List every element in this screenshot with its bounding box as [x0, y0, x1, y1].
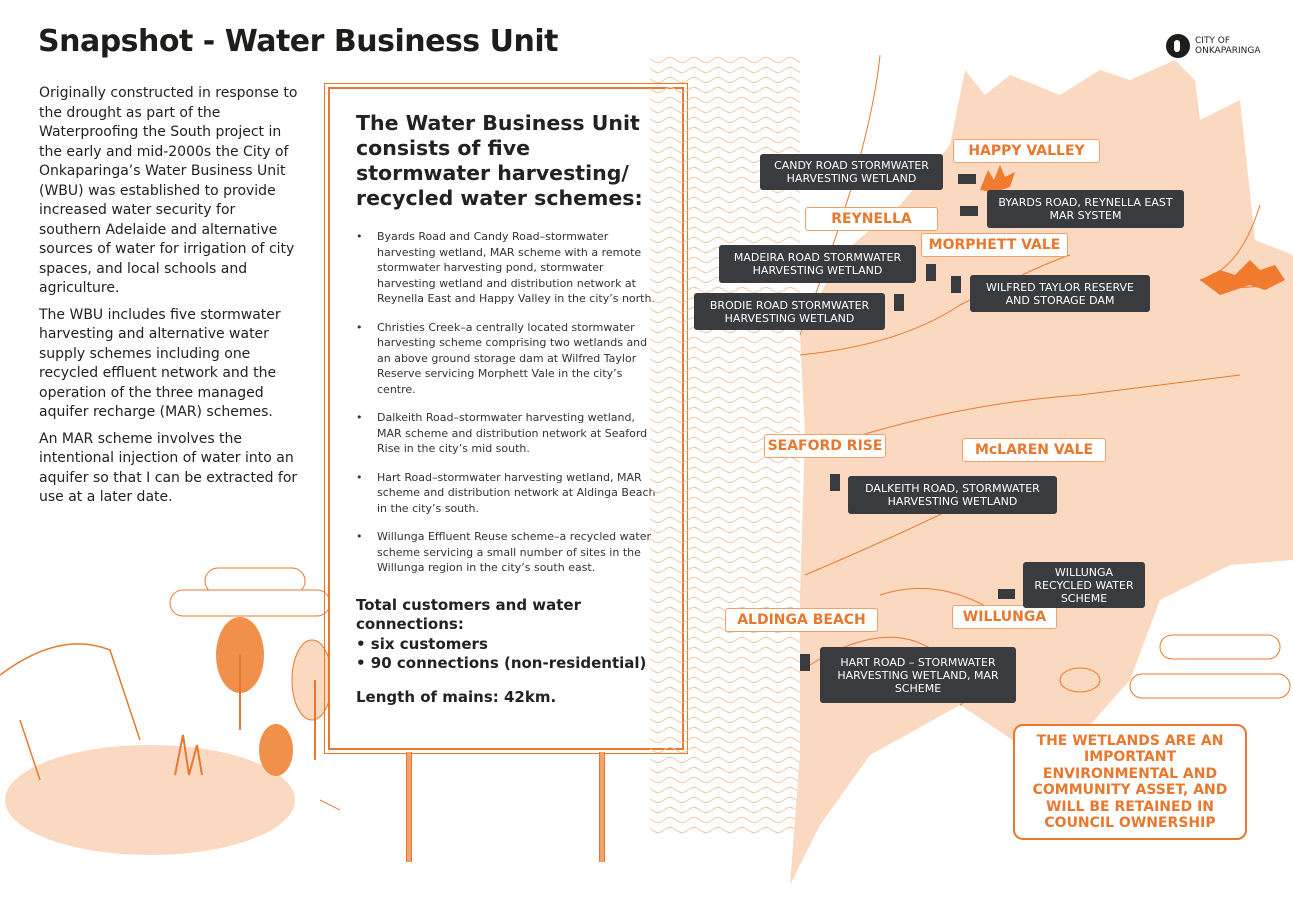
customers-count: • six customers: [356, 634, 488, 653]
site-marker: [951, 276, 961, 293]
place-label-willunga: WILLUNGA: [952, 605, 1057, 629]
totals: Total customers and water connections: •…: [356, 596, 656, 674]
logo-line2: ONKAPARINGA: [1195, 46, 1261, 56]
list-item: Byards Road and Candy Road–stormwater ha…: [356, 229, 656, 307]
place-label-aldinga-beach: ALDINGA BEACH: [725, 608, 878, 632]
site-marker: [960, 206, 978, 216]
list-item: Hart Road–stormwater harvesting wetland,…: [356, 470, 656, 517]
site-marker: [926, 264, 936, 281]
site-label-wilfred-taylor: WILFRED TAYLOR RESERVE AND STORAGE DAM: [970, 275, 1150, 312]
list-item: Dalkeith Road–stormwater harvesting wetl…: [356, 410, 656, 457]
connections-count: • 90 connections (non-residential): [356, 654, 647, 672]
site-label-willunga-recycled: WILLUNGA RECYCLED WATER SCHEME: [1023, 562, 1145, 608]
site-marker: [998, 589, 1015, 599]
site-label-byards-road: BYARDS ROAD, REYNELLA EAST MAR SYSTEM: [987, 190, 1184, 228]
board-post: [406, 752, 412, 862]
place-label-morphett-vale: MORPHETT VALE: [921, 233, 1068, 257]
logo-icon: [1166, 34, 1190, 58]
site-label-madeira-road: MADEIRA ROAD STORMWATER HARVESTING WETLA…: [719, 245, 916, 283]
place-label-happy-valley: HAPPY VALLEY: [953, 139, 1100, 163]
site-label-brodie-road: BRODIE ROAD STORMWATER HARVESTING WETLAN…: [694, 293, 885, 330]
intro-paragraph: The WBU includes five stormwater harvest…: [39, 306, 281, 421]
site-marker: [830, 474, 840, 491]
park-illustration: [0, 567, 340, 855]
site-marker: [894, 294, 904, 311]
intro-text: Originally constructed in response to th…: [39, 84, 301, 515]
mains-length: Length of mains: 42km.: [356, 687, 557, 706]
board-post: [599, 752, 605, 862]
cloud-illustration: [1059, 634, 1291, 699]
list-item: Willunga Effluent Reuse scheme–a recycle…: [356, 529, 656, 576]
site-marker: [800, 654, 810, 671]
scheme-info-board: The Water Business Unit consists of five…: [324, 83, 688, 754]
page-title: Snapshot - Water Business Unit: [38, 24, 558, 59]
wetlands-callout: THE WETLANDS ARE AN IMPORTANT ENVIRONMEN…: [1013, 724, 1247, 840]
place-label-mclaren-vale: McLAREN VALE: [962, 438, 1106, 462]
logo-line1: CITY OF: [1195, 36, 1231, 46]
intro-paragraph: Originally constructed in response to th…: [39, 85, 298, 296]
site-label-dalkeith-road: DALKEITH ROAD, STORMWATER HARVESTING WET…: [848, 476, 1057, 514]
place-label-reynella: REYNELLA: [805, 207, 938, 231]
site-marker: [958, 174, 976, 184]
intro-paragraph: An MAR scheme involves the intentional i…: [39, 430, 298, 506]
site-label-candy-road: CANDY ROAD STORMWATER HARVESTING WETLAND: [760, 154, 943, 190]
scheme-list: Byards Road and Candy Road–stormwater ha…: [356, 229, 656, 576]
totals-heading: Total customers and water connections:: [356, 595, 582, 634]
list-item: Christies Creek–a centrally located stor…: [356, 320, 656, 398]
place-label-seaford-rise: SEAFORD RISE: [764, 434, 886, 458]
board-heading: The Water Business Unit consists of five…: [356, 111, 643, 210]
site-label-hart-road: HART ROAD – STORMWATER HARVESTING WETLAN…: [820, 647, 1016, 703]
